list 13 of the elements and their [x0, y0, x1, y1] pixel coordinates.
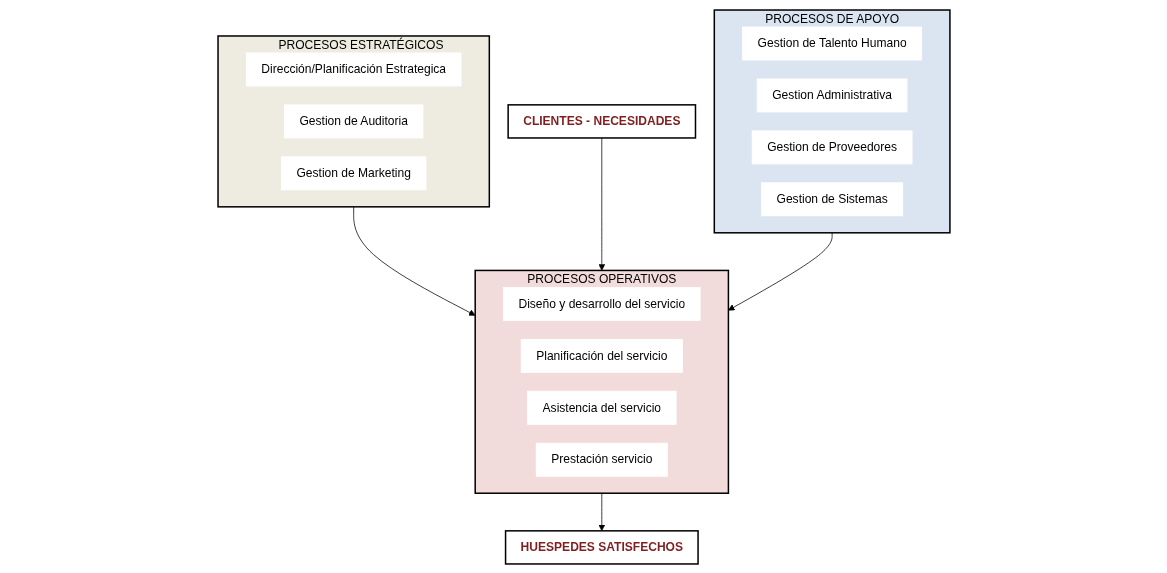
node-box: Planificación del servicio — [520, 338, 683, 373]
node-box: Dirección/Planificación Estrategica — [245, 52, 461, 86]
node-box: Diseño y desarrollo del servicio — [502, 286, 701, 321]
node-box: Prestación servicio — [535, 442, 668, 477]
node-box: Asistencia del servicio — [526, 390, 676, 425]
node-box: Gestion de Sistemas — [760, 181, 903, 216]
node-box: HUESPEDES SATISFECHOS — [504, 529, 699, 565]
node-box: Gestion de Auditoria — [283, 103, 423, 138]
node-box: Gestion de Talento Humano — [741, 26, 922, 60]
node-box: Gestion de Proveedores — [751, 129, 912, 164]
node-box: CLIENTES - NECESIDADES — [506, 103, 696, 139]
node-box: Gestion Administrativa — [756, 78, 907, 112]
node-box: Gestion de Marketing — [280, 155, 426, 190]
